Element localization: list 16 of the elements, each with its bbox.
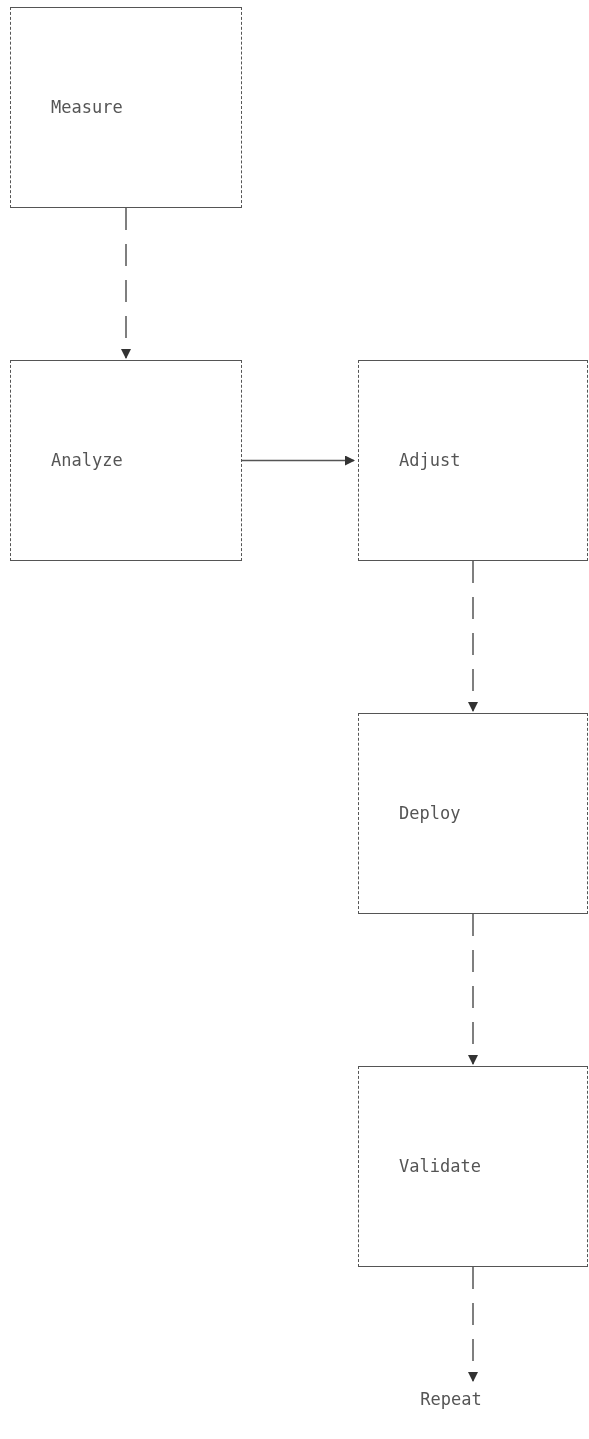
- process-box: [10, 360, 242, 561]
- arrow: [468, 1266, 478, 1382]
- process-box: [358, 713, 588, 914]
- step-label: Analyze: [51, 448, 123, 472]
- process-box: [10, 7, 242, 208]
- step-label: Adjust: [399, 448, 461, 472]
- arrow: [121, 207, 131, 359]
- step-label: Measure: [51, 95, 123, 119]
- arrow: [468, 913, 478, 1065]
- step-label: Repeat: [420, 1388, 482, 1412]
- step-label: Deploy: [399, 801, 461, 825]
- process-box: [358, 360, 588, 561]
- arrow: [241, 455, 355, 466]
- arrow: [468, 560, 478, 712]
- process-box: [358, 1066, 588, 1267]
- step-label: Validate: [399, 1154, 481, 1178]
